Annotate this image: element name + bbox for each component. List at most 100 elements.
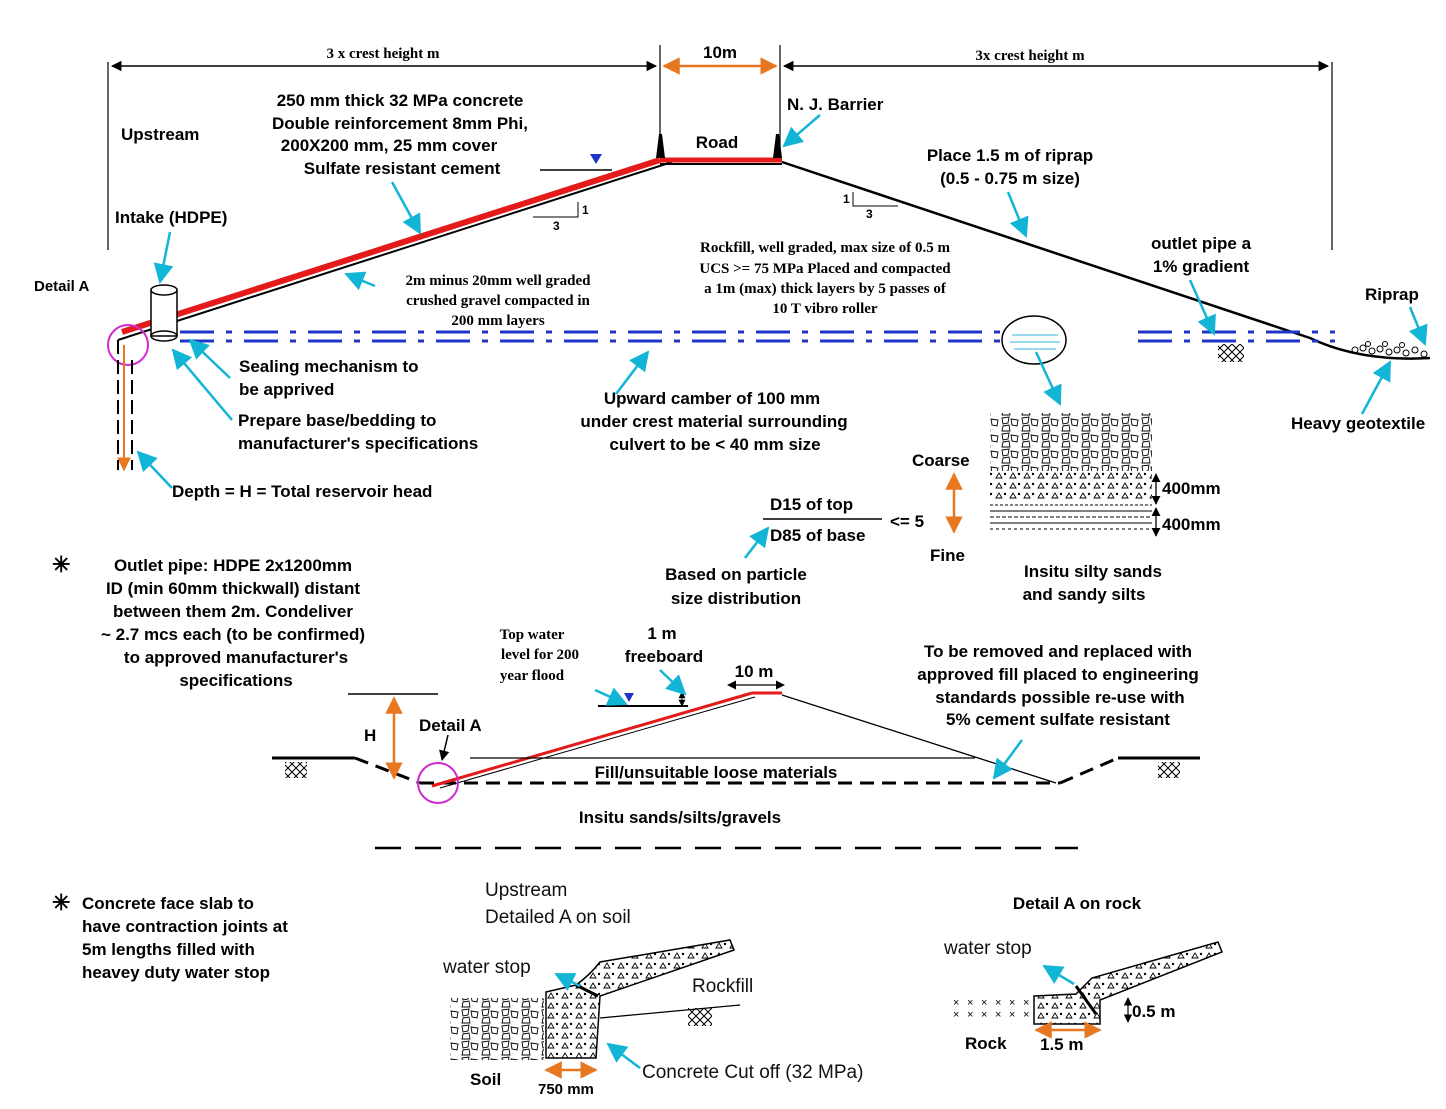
detail-a-top-label: Detail A — [34, 278, 89, 295]
insitu-2: and sandy silts — [1023, 585, 1146, 604]
riprap-place-1: Place 1.5 m of riprap — [927, 146, 1093, 165]
detail-a-circle-middle — [417, 762, 459, 804]
svg-text:3: 3 — [866, 207, 873, 221]
intake-label: Intake (HDPE) — [115, 208, 227, 227]
sealing-1: Sealing mechanism to — [239, 357, 419, 376]
removed-1: To be removed and replaced with — [924, 642, 1192, 661]
outlet-pipe-1: outlet pipe a — [1151, 234, 1252, 253]
rock-water-stop-label: water stop — [943, 938, 1032, 959]
outlet-note-6: specifications — [179, 671, 292, 690]
geotextile-label: Heavy geotextile — [1291, 414, 1425, 433]
detail-rock-title: Detail A on rock — [1013, 894, 1142, 913]
depth-label: Depth = H = Total reservoir head — [172, 482, 432, 501]
rockfill-3: a 1m (max) thick layers by 5 passes of — [704, 281, 947, 297]
slab-note-4: heavey duty water stop — [82, 963, 270, 982]
asterisk-icon: ✳ — [52, 552, 70, 577]
middle-crest-label: 10 m — [735, 662, 774, 681]
removed-2: approved fill placed to engineering — [917, 665, 1199, 684]
nj-barrier-left — [656, 134, 665, 158]
detail-soil: Upstream Detailed A on soil water stop R… — [442, 880, 863, 1098]
detail-a-circle-top — [107, 324, 149, 366]
slab-note: ✳ Concrete face slab to have contraction… — [52, 890, 288, 982]
riprap-place-2: (0.5 - 0.75 m size) — [940, 169, 1080, 188]
dim-left-label: 3 x crest height m — [326, 46, 440, 62]
dam-profile: 3 1 1 3 — [117, 134, 1431, 360]
water-level-marker — [590, 154, 602, 164]
d85-label: D85 of base — [770, 526, 865, 545]
prepare-2: manufacturer's specifications — [238, 434, 478, 453]
prepare-1: Prepare base/bedding to — [238, 411, 436, 430]
nj-barrier-label: N. J. Barrier — [787, 95, 884, 114]
camber-1: Upward camber of 100 mm — [604, 389, 820, 408]
middle-section: Top water level for 200 year flood 1 m f… — [272, 624, 1200, 850]
slab-spec-2: Double reinforcement 8mm Phi, — [272, 114, 528, 133]
freeboard-2: freeboard — [625, 647, 703, 666]
concrete-face-slab — [121, 157, 661, 335]
slab-note-3: 5m lengths filled with — [82, 940, 255, 959]
h-label: H — [364, 726, 376, 745]
pipe-section-ellipse — [1001, 315, 1067, 365]
svg-text:1: 1 — [582, 203, 589, 217]
rockfill-2: UCS >= 75 MPa Placed and compacted — [699, 261, 951, 277]
outlet-note-4: ~ 2.7 mcs each (to be confirmed) — [101, 625, 365, 644]
soil-rockfill-label: Rockfill — [692, 976, 753, 997]
rockfill-1: Rockfill, well graded, max size of 0.5 m — [700, 240, 950, 256]
outlet-note-1: Outlet pipe: HDPE 2x1200mm — [114, 556, 352, 575]
filter-layer1-label: 400mm — [1162, 479, 1221, 498]
gravel-3: 200 mm layers — [451, 313, 544, 329]
outlet-note: ✳ Outlet pipe: HDPE 2x1200mm ID (min 60m… — [52, 552, 365, 690]
removed-3: standards possible re-use with — [935, 688, 1184, 707]
road-label: Road — [696, 133, 739, 152]
outlet-pipe — [180, 330, 1335, 343]
nj-barrier-right — [773, 134, 782, 158]
asterisk-icon: ✳ — [52, 890, 70, 915]
top-dimensions: 3 x crest height m 10m 3x crest height m — [107, 43, 1333, 250]
fill-label: Fill/unsuitable loose materials — [595, 763, 838, 782]
slab-note-2: have contraction joints at — [82, 917, 288, 936]
gravel-2: crushed gravel compacted in — [406, 293, 590, 309]
top-labels: Upstream 250 mm thick 32 MPa concrete Do… — [34, 91, 1425, 501]
gravel-1: 2m minus 20mm well graded — [406, 273, 592, 289]
d15-label: D15 of top — [770, 495, 853, 514]
downstream-face — [781, 160, 1311, 340]
slab-spec-1: 250 mm thick 32 MPa concrete — [277, 91, 524, 110]
rock-height-label: 0.5 m — [1132, 1002, 1175, 1021]
top-water-2: level for 200 — [501, 647, 579, 663]
detail-soil-title-2: Detailed A on soil — [485, 907, 631, 928]
top-water-1: Top water — [500, 627, 565, 643]
detail-soil-title-1: Upstream — [485, 880, 567, 901]
rock-width-label: 1.5 m — [1040, 1035, 1083, 1054]
based-2: size distribution — [671, 589, 801, 608]
outlet-pipe-2: 1% gradient — [1153, 257, 1250, 276]
outlet-note-5: to approved manufacturer's — [124, 648, 348, 667]
riprap-pile — [1351, 341, 1428, 358]
fine-label: Fine — [930, 546, 965, 565]
outlet-note-2: ID (min 60mm thickwall) distant — [106, 579, 360, 598]
camber-2: under crest material surrounding — [580, 412, 847, 431]
outlet-note-3: between them 2m. Condeliver — [113, 602, 353, 621]
sealing-2: be apprived — [239, 380, 334, 399]
detail-a-middle-label: Detail A — [419, 716, 482, 735]
slab-spec-3: 200X200 mm, 25 mm cover — [281, 136, 498, 155]
freeboard-1: 1 m — [647, 624, 676, 643]
slab-note-1: Concrete face slab to — [82, 894, 254, 913]
cutoff-block — [545, 939, 735, 1059]
dim-right-label: 3x crest height m — [975, 48, 1085, 64]
insitu-middle-label: Insitu sands/silts/gravels — [579, 808, 781, 827]
filter-layers: 400mm 400mm Coarse Fine D15 of top D85 o… — [665, 413, 1221, 608]
ground-hatch — [1218, 344, 1244, 362]
slope-ratio-upstream: 3 1 — [533, 202, 589, 233]
soil-water-stop-label: water stop — [442, 957, 531, 978]
soil-width-label: 750 mm — [538, 1081, 594, 1098]
rockfill-4: 10 T vibro roller — [772, 301, 877, 317]
soil-label: Soil — [470, 1070, 501, 1089]
slope-ratio-downstream: 1 3 — [843, 192, 898, 221]
rock-label: Rock — [965, 1034, 1007, 1053]
insitu-1: Insitu silty sands — [1024, 562, 1162, 581]
removed-4: 5% cement sulfate resistant — [946, 710, 1170, 729]
coarse-label: Coarse — [912, 451, 970, 470]
cutoff-label: Concrete Cut off (32 MPa) — [642, 1062, 863, 1083]
intake-cylinder — [150, 284, 178, 342]
riprap-label: Riprap — [1365, 285, 1419, 304]
svg-text:3: 3 — [553, 219, 560, 233]
